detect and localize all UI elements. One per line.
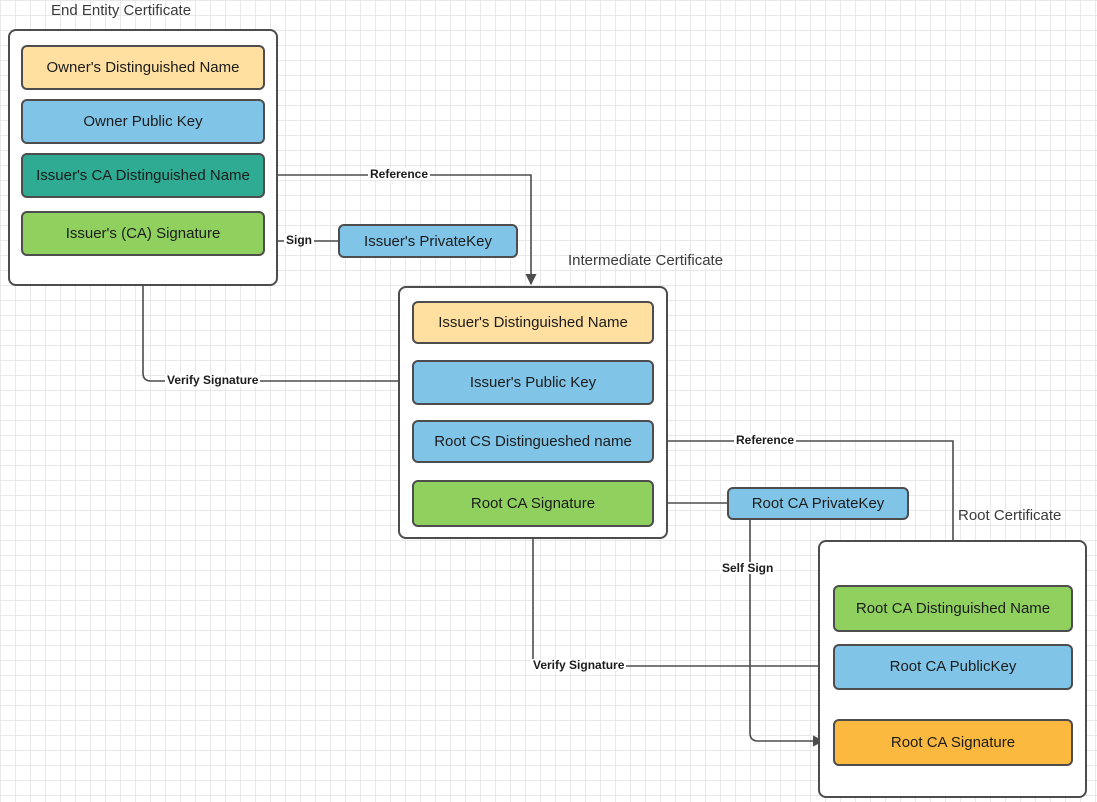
key-root-ca-privatekey[interactable]: Root CA PrivateKey [727,487,909,520]
field-issuer-ca-dn[interactable]: Issuer's CA Distinguished Name [21,153,265,198]
edge-verify-signature-2 [527,527,832,667]
field-root-cs-dn[interactable]: Root CS Distingueshed name [412,420,654,463]
field-issuer-ca-signature[interactable]: Issuer's (CA) Signature [21,211,265,256]
field-root-ca-signature-root[interactable]: Root CA Signature [833,719,1073,766]
field-issuer-public-key[interactable]: Issuer's Public Key [412,360,654,405]
key-issuers-privatekey[interactable]: Issuer's PrivateKey [338,224,518,258]
field-root-ca-public-key[interactable]: Root CA PublicKey [833,644,1073,690]
field-owner-public-key[interactable]: Owner Public Key [21,99,265,144]
card-label-intermediate: Intermediate Certificate [568,252,724,269]
edge-label-reference-2: Reference [734,433,797,447]
card-label-root: Root Certificate [958,507,1062,524]
edge-label-verify-signature-1: Verify Signature [165,373,261,387]
field-root-ca-dn[interactable]: Root CA Distinguished Name [833,585,1073,632]
edge-label-reference-1: Reference [368,167,431,181]
field-issuer-dn[interactable]: Issuer's Distinguished Name [412,301,654,344]
edge-label-sign-1: Sign [284,233,314,247]
edge-label-self-sign: Self Sign [720,561,776,575]
card-label-end-entity: End Entity Certificate [51,2,192,19]
edge-label-verify-signature-2: Verify Signature [531,658,627,672]
edge-self-sign [749,519,825,747]
field-owner-dn[interactable]: Owner's Distinguished Name [21,45,265,90]
field-root-ca-signature-intermediate[interactable]: Root CA Signature [412,480,654,527]
